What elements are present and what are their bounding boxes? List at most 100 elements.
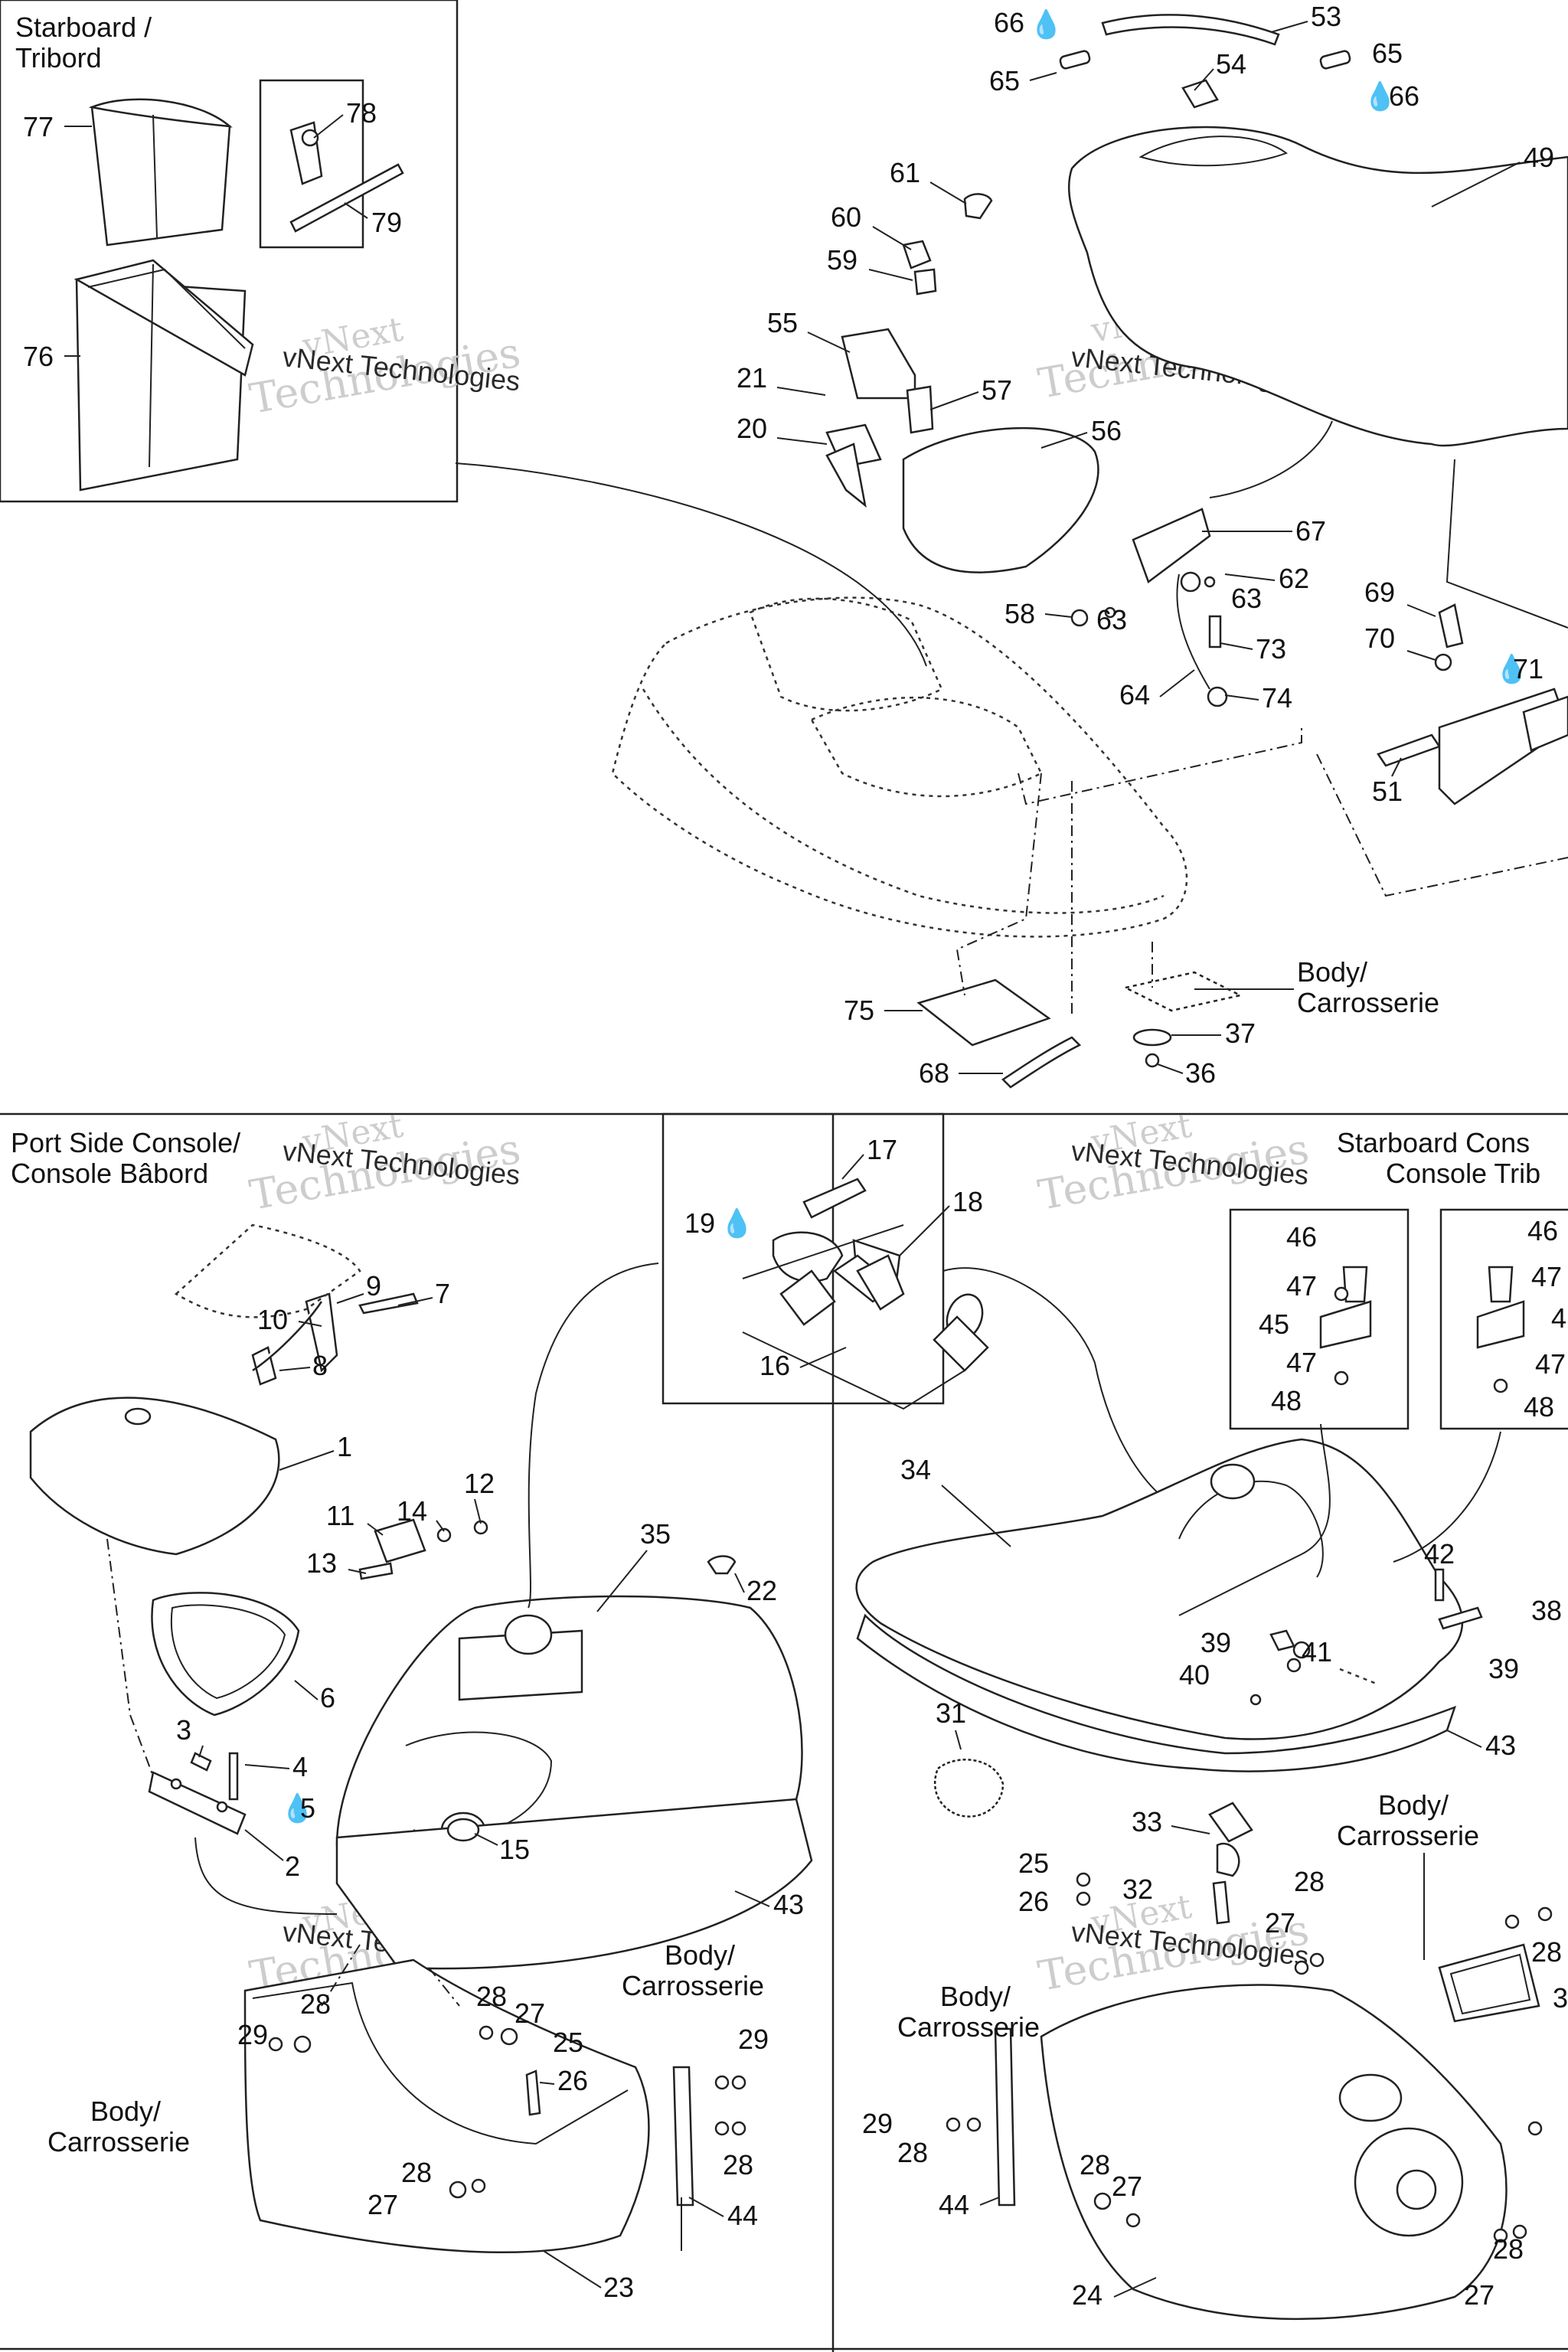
callout-44-right: 44 [939,2189,969,2220]
callout-4: 4 [292,1751,308,1782]
callouts-fuel-cap: 17 18 19 💧 16 [684,1134,983,1381]
callout-37: 37 [1225,1018,1256,1049]
callout-49: 49 [1524,142,1554,173]
starboard-console-34 [855,1438,1464,1772]
callout-21: 21 [737,362,767,394]
callout-26-a: 26 [557,2065,588,2096]
callout-62: 62 [1279,563,1309,594]
callout-75: 75 [844,995,874,1026]
callout-59: 59 [827,244,858,276]
callout-19: 19 [684,1207,715,1239]
drop-icon: 💧 [1363,80,1397,112]
callout-47-b: 47 [1286,1347,1317,1378]
callout-11: 11 [326,1500,354,1531]
callout-28-e: 28 [1294,1866,1325,1897]
drop-icon: 💧 [280,1792,315,1824]
callout-54: 54 [1216,48,1246,80]
storage-bin-77 [88,98,233,247]
callout-9: 9 [366,1270,381,1302]
callouts-top-right: 66 💧 65 53 54 65 💧 66 49 61 60 59 55 21 … [737,1,1554,1089]
port-console-title-line2: Console Bâbord [11,1158,208,1189]
callout-47-c: 47 [1531,1261,1562,1292]
callout-4-edge: 4 [1551,1302,1566,1334]
starboard-title-line2: Tribord [15,42,102,74]
starboard-console-parts [933,1266,1553,2321]
callout-3: 3 [176,1714,191,1746]
callout-63-left: 63 [1096,604,1127,635]
seat-49 [1067,126,1568,629]
callout-76: 76 [23,341,54,372]
body-label-left-line2: Carrosserie [47,2126,190,2158]
body-label-left-line1: Body/ [90,2096,161,2127]
callout-65-left: 65 [989,65,1020,96]
body-label-right-line1: Body/ [940,1981,1011,2012]
callout-15: 15 [499,1834,530,1865]
starboard-console-title-line1: Starboard Cons [1337,1127,1530,1158]
rod-79 [289,163,404,233]
callout-48-a: 48 [1271,1385,1302,1416]
callout-1: 1 [337,1431,352,1462]
callout-25-a: 25 [553,2027,583,2058]
callout-14: 14 [397,1495,427,1527]
callout-10: 10 [257,1304,288,1335]
starboard-console-title-line2: Console Trib [1386,1158,1540,1189]
callout-55: 55 [767,307,798,338]
callout-53: 53 [1311,1,1341,32]
callout-68: 68 [919,1057,949,1089]
callout-78: 78 [346,97,377,129]
body-label-right-line2: Carrosserie [897,2011,1040,2043]
callout-43-left: 43 [773,1889,804,1920]
callout-18: 18 [952,1186,983,1217]
callout-35: 35 [640,1518,671,1550]
hull-outline-dotted [611,596,1188,938]
bracket-inset-2 [1439,1208,1568,1430]
callout-23: 23 [603,2272,634,2303]
storage-bin-76 [74,259,254,492]
callout-28-d: 28 [723,2149,753,2180]
callout-39-a: 39 [1200,1627,1231,1658]
callout-28-c: 28 [401,2157,432,2188]
callout-13: 13 [306,1547,337,1579]
callout-73: 73 [1256,633,1286,665]
drop-icon: 💧 [1029,8,1063,40]
callout-22: 22 [746,1575,777,1606]
callout-46-b: 46 [1527,1215,1558,1246]
callout-12: 12 [464,1468,495,1499]
callout-61: 61 [890,157,920,188]
callout-42: 42 [1424,1538,1455,1570]
body-label-left-top-line1: Body/ [665,1939,735,1971]
callout-28-f: 28 [1531,1936,1562,1968]
callout-57: 57 [982,374,1012,406]
callout-45: 45 [1259,1308,1289,1340]
callout-77: 77 [23,111,54,142]
starboard-storage-box [0,0,459,503]
callout-16: 16 [760,1350,790,1381]
callout-2: 2 [285,1851,300,1882]
callout-24: 24 [1072,2279,1102,2311]
body-label-right-top-line2: Carrosserie [1337,1820,1479,1851]
port-console-leaders [106,1263,659,2007]
callout-60: 60 [831,201,861,233]
callout-74: 74 [1262,682,1292,714]
callout-58: 58 [1004,598,1035,629]
callout-29-a: 29 [237,2019,268,2050]
callout-41: 41 [1302,1636,1332,1668]
callout-32: 32 [1122,1873,1153,1905]
callout-28-g: 28 [897,2137,928,2168]
callout-29-b: 29 [738,2024,769,2055]
callout-28-i: 28 [1493,2233,1524,2265]
port-console-gasket-6 [151,1592,300,1717]
drop-icon: 💧 [720,1207,754,1239]
body-label-left-top-line2: Carrosserie [622,1970,764,2001]
callout-66-top: 66 [994,7,1024,38]
port-console-fasteners [268,2025,746,2199]
callout-39-b: 39 [1488,1653,1519,1684]
callout-38: 38 [1531,1595,1562,1626]
callout-27-d: 27 [1112,2171,1142,2202]
callout-25-b: 25 [1018,1847,1049,1879]
callout-79: 79 [371,207,402,238]
key-78 [289,121,323,185]
